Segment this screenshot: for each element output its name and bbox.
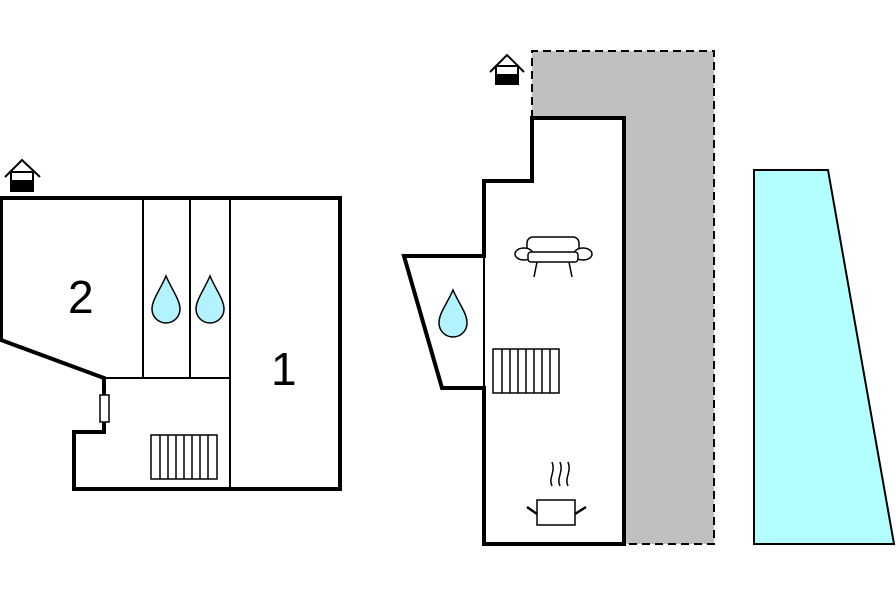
terrace-area [532,51,714,544]
floor-plan-right [401,50,715,546]
interior-walls-left [104,198,231,489]
kitchen-pot-icon [526,461,587,526]
water-drop-icon [195,274,225,324]
pool-area [753,169,896,545]
room-label-2: 2 [68,271,94,323]
floor-plan-left: 2 1 [0,158,342,491]
entrance-icon [489,53,525,85]
stairs-icon [150,434,218,480]
left-building-outline [0,196,342,491]
sofa-icon [514,236,593,278]
terrace-dashed-border [531,50,715,545]
door-icon [99,394,110,423]
stairs-icon [492,348,560,394]
entrance-icon [4,158,41,192]
right-building-outline [401,116,626,546]
water-drop-icon [151,274,181,324]
water-drop-icon [438,288,468,338]
room-label-1: 1 [271,343,297,395]
